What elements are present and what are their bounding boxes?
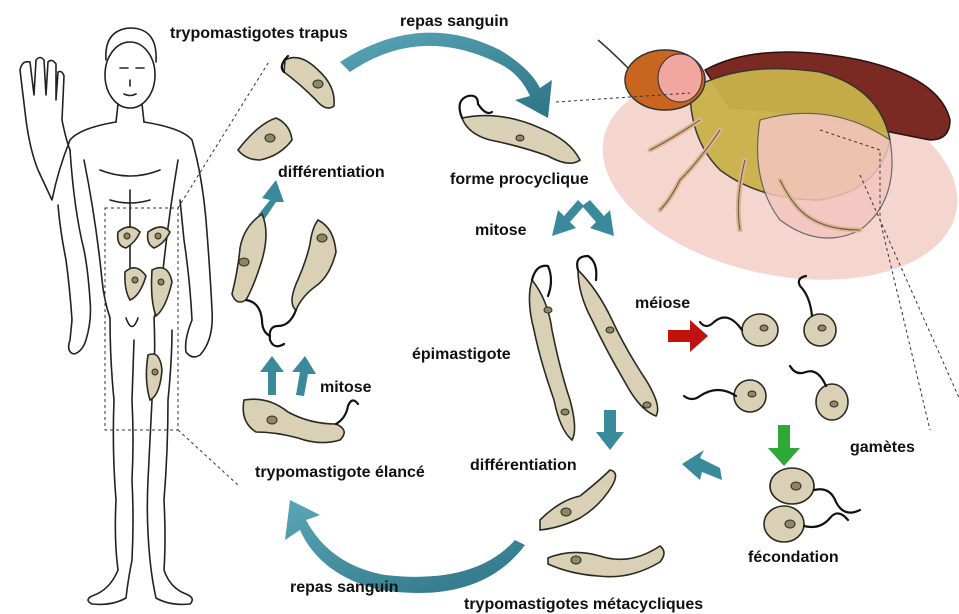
blood-meal-arrow-top	[340, 33, 552, 118]
label-gametes: gamètes	[850, 439, 915, 456]
parasites	[232, 56, 664, 577]
arrow-down-mitose-1	[552, 200, 584, 236]
gametes	[684, 276, 860, 542]
label-forme-procyclique: forme procyclique	[450, 171, 589, 188]
label-differentiation-left: différentiation	[278, 164, 385, 181]
label-fecondation: fécondation	[748, 549, 839, 566]
label-trypomastigote-elance: trypomastigote élancé	[255, 464, 425, 481]
label-meiose: méiose	[635, 295, 690, 312]
body-parasites	[118, 227, 172, 400]
fertilization-arrow	[768, 425, 800, 466]
label-repas-sanguin-bottom: repas sanguin	[290, 579, 398, 596]
arrow-up-mitose-1	[260, 356, 284, 395]
human-figure	[20, 28, 212, 604]
zoom-line-bottom	[178, 430, 238, 485]
label-trypomastigotes-metacycliques: trypomastigotes métacycliques	[464, 596, 703, 613]
label-trypomastigotes-trapus: trypomastigotes trapus	[170, 25, 348, 42]
arrow-up-mitose-2	[292, 356, 316, 396]
arrow-down-mitose-2	[582, 200, 614, 236]
arrow-fecondation-return	[682, 450, 722, 480]
label-mitose-top: mitose	[475, 222, 527, 239]
label-differentiation-center: différentiation	[470, 457, 577, 474]
arrow-down-differentiation	[596, 410, 624, 450]
label-mitose-left: mitose	[320, 379, 372, 396]
label-repas-sanguin-top: repas sanguin	[400, 13, 508, 30]
label-epimastigote: épimastigote	[412, 346, 511, 363]
